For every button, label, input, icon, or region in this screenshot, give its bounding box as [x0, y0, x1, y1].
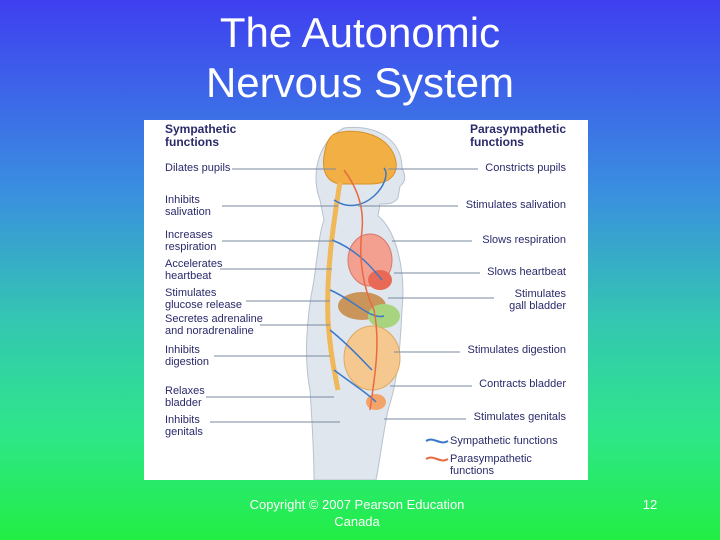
label-dilates-pupils: Dilates pupils: [165, 162, 231, 174]
sympathetic-heading-line2: functions: [165, 135, 219, 149]
intestine-shape: [343, 325, 401, 391]
copyright-footer: Copyright © 2007 Pearson Education Canad…: [228, 496, 486, 530]
autonomic-diagram: Sympathetic functions Parasympathetic fu…: [144, 120, 588, 480]
legend-parasympathetic-line2: functions: [450, 465, 495, 477]
label-inhibits-genitals-2: genitals: [165, 426, 203, 438]
label-stimulates-genitals: Stimulates genitals: [473, 411, 566, 423]
label-inhibits-genitals-1: Inhibits: [165, 414, 200, 426]
legend-parasympathetic-label: Parasympathetic functions: [450, 453, 532, 477]
label-stimulates-glucose-1: Stimulates: [165, 287, 217, 299]
copyright-line2: Canada: [334, 514, 380, 529]
sympathetic-leader-lines: [206, 168, 340, 423]
label-increases-respiration-1: Increases: [165, 229, 213, 241]
sympathetic-heading-line1: Sympathetic: [165, 122, 237, 136]
label-stimulates-salivation: Stimulates salivation: [465, 199, 566, 211]
copyright-line1: Copyright © 2007 Pearson Education: [249, 497, 465, 512]
legend-parasympathetic-swatch: [425, 456, 449, 462]
slide-title: The Autonomic Nervous System: [0, 8, 720, 108]
legend-sympathetic-swatch: [425, 438, 449, 444]
body-illustration: [206, 126, 494, 480]
label-accelerates-heartbeat-2: heartbeat: [165, 270, 212, 282]
label-secretes-adrenaline-1: Secretes adrenaline: [165, 313, 263, 325]
label-stimulates-digestion: Stimulates digestion: [467, 344, 566, 356]
sympathetic-heading: Sympathetic functions: [165, 123, 236, 149]
page-number: 12: [642, 497, 658, 512]
label-inhibits-digestion-1: Inhibits: [165, 344, 200, 356]
parasympathetic-heading: Parasympathetic functions: [470, 123, 566, 149]
label-contracts-bladder: Contracts bladder: [479, 378, 566, 390]
label-increases-respiration-2: respiration: [165, 241, 217, 253]
parasympathetic-heading-line2: functions: [469, 135, 524, 149]
parasympathetic-leader-lines: [358, 168, 494, 420]
label-stimulates-gall-bladder-1: Stimulates: [514, 288, 566, 300]
heart-shape: [368, 270, 392, 290]
brain-shape: [323, 130, 397, 185]
label-inhibits-salivation-1: Inhibits: [165, 194, 200, 206]
parasympathetic-nerve-path: [343, 169, 378, 411]
spinal-cord: [325, 181, 343, 391]
label-stimulates-gall-bladder-2: gall bladder: [509, 300, 566, 312]
slide-title-line1: The Autonomic: [219, 9, 501, 56]
label-constricts-pupils: Constricts pupils: [485, 162, 566, 174]
parasympathetic-heading-line1: Parasympathetic: [469, 122, 566, 136]
slide-title-line2: Nervous System: [205, 59, 515, 106]
sympathetic-nerve-path: [329, 167, 387, 403]
legend-parasympathetic-line1: Parasympathetic: [450, 453, 532, 465]
label-accelerates-heartbeat-1: Accelerates: [165, 258, 223, 270]
label-stimulates-glucose-2: glucose release: [165, 299, 243, 311]
label-relaxes-bladder-2: bladder: [165, 397, 202, 409]
legend-sympathetic-label: Sympathetic functions: [450, 435, 558, 447]
label-secretes-adrenaline-2: and noradrenaline: [165, 325, 254, 337]
label-inhibits-digestion-2: digestion: [165, 356, 210, 368]
label-slows-heartbeat: Slows heartbeat: [487, 266, 566, 278]
label-inhibits-salivation-2: salivation: [165, 206, 211, 218]
label-relaxes-bladder-1: Relaxes: [165, 385, 205, 397]
label-slows-respiration: Slows respiration: [482, 234, 566, 246]
